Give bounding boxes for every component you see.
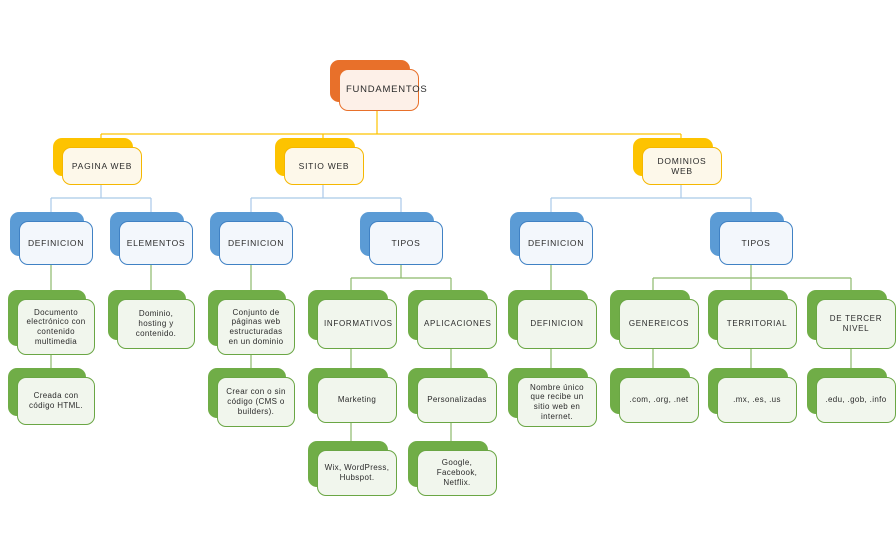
connector-pagina-to-level3 xyxy=(50,184,152,212)
node-label: Google, Facebook, Netflix. xyxy=(436,458,478,487)
node-face: Marketing xyxy=(317,377,397,423)
node-pagina-elementos[interactable]: ELEMENTOS xyxy=(110,212,193,265)
node-label: PAGINA WEB xyxy=(71,160,133,171)
leaf-dominios-definicion[interactable]: DEFINICION xyxy=(508,290,597,349)
connector-level3-to-leaves xyxy=(50,265,852,290)
leaf-genericos-examples[interactable]: .com, .org, .net xyxy=(610,368,699,423)
node-label: INFORMATIVOS xyxy=(324,319,393,329)
node-label: ELEMENTOS xyxy=(126,237,186,248)
node-label: APLICACIONES xyxy=(424,319,492,329)
node-label: DEFINICION xyxy=(227,237,285,248)
connector-root-to-level2 xyxy=(100,110,682,146)
node-face: DEFINICION xyxy=(219,221,293,265)
node-sitio-definicion[interactable]: DEFINICION xyxy=(210,212,293,265)
leaf-territorial-examples[interactable]: .mx, .es, .us xyxy=(708,368,797,423)
leaf-sitio-aplicaciones[interactable]: APLICACIONES xyxy=(408,290,497,349)
leaf-tercer-nivel-examples[interactable]: .edu, .gob, .info xyxy=(807,368,896,423)
node-pagina-definicion[interactable]: DEFINICION xyxy=(10,212,93,265)
node-label: DE TERCER NIVEL xyxy=(829,314,883,333)
node-dominios-definicion[interactable]: DEFINICION xyxy=(510,212,593,265)
node-face: Wix, WordPress, Hubspot. xyxy=(317,450,397,496)
node-face: Nombre único que recibe un sitio web en … xyxy=(517,377,597,427)
node-label: .com, .org, .net xyxy=(629,395,689,405)
node-label: Personalizadas xyxy=(427,395,487,405)
leaf-informativos-examples[interactable]: Wix, WordPress, Hubspot. xyxy=(308,441,397,496)
leaf-sitio-definicion-1[interactable]: Conjunto de páginas web estructuradas en… xyxy=(208,290,295,355)
node-label: Wix, WordPress, Hubspot. xyxy=(324,463,390,482)
node-face: Dominio, hosting y contenido. xyxy=(117,299,195,349)
node-sitio-tipos[interactable]: TIPOS xyxy=(360,212,443,265)
node-face: PAGINA WEB xyxy=(62,147,142,185)
node-pagina-web[interactable]: PAGINA WEB xyxy=(53,138,142,185)
node-face: Conjunto de páginas web estructuradas en… xyxy=(217,299,295,355)
leaf-dominios-genericos[interactable]: GENEREICOS xyxy=(610,290,699,349)
node-label: Marketing xyxy=(337,395,377,405)
node-face: GENEREICOS xyxy=(619,299,699,349)
node-face: Crear con o sin código (CMS o builders). xyxy=(217,377,295,427)
leaf-sitio-informativos[interactable]: INFORMATIVOS xyxy=(308,290,397,349)
node-face: TIPOS xyxy=(719,221,793,265)
node-label: Creada con código HTML. xyxy=(29,391,83,410)
node-face: Creada con código HTML. xyxy=(17,377,95,425)
leaf-dominios-territorial[interactable]: TERRITORIAL xyxy=(708,290,797,349)
leaf-informativos-marketing[interactable]: Marketing xyxy=(308,368,397,423)
node-face: ELEMENTOS xyxy=(119,221,193,265)
node-face: Documento electrónico con contenido mult… xyxy=(17,299,95,355)
node-label: SITIO WEB xyxy=(298,160,350,171)
node-face: .edu, .gob, .info xyxy=(816,377,896,423)
node-dominios-tipos[interactable]: TIPOS xyxy=(710,212,793,265)
connector-dominios-to-level3 xyxy=(550,184,752,212)
node-face: FUNDAMENTOS xyxy=(339,69,428,111)
node-face: DEFINICION xyxy=(517,299,597,349)
node-fundamentos[interactable]: FUNDAMENTOS xyxy=(330,60,427,111)
node-face: .mx, .es, .us xyxy=(717,377,797,423)
leaf-pagina-elementos-1[interactable]: Dominio, hosting y contenido. xyxy=(108,290,195,349)
node-face: DEFINICION xyxy=(519,221,593,265)
node-label: .mx, .es, .us xyxy=(733,395,781,405)
node-label: GENEREICOS xyxy=(628,319,690,329)
connector-sitio-to-level3 xyxy=(250,184,402,212)
node-label: DEFINICION xyxy=(530,319,584,329)
node-face: Google, Facebook, Netflix. xyxy=(417,450,497,496)
node-face: DE TERCER NIVEL xyxy=(816,299,896,349)
node-face: APLICACIONES xyxy=(417,299,497,349)
node-label: TIPOS xyxy=(391,237,421,248)
leaf-sitio-definicion-2[interactable]: Crear con o sin código (CMS o builders). xyxy=(208,368,295,427)
node-sitio-web[interactable]: SITIO WEB xyxy=(275,138,364,185)
node-label: Dominio, hosting y contenido. xyxy=(135,309,177,338)
node-label: Crear con o sin código (CMS o builders). xyxy=(226,387,286,416)
node-face: SITIO WEB xyxy=(284,147,364,185)
node-label: Conjunto de páginas web estructuradas en… xyxy=(228,307,284,346)
node-face: DEFINICION xyxy=(19,221,93,265)
node-label: .edu, .gob, .info xyxy=(825,395,887,405)
node-label: FUNDAMENTOS xyxy=(346,84,428,96)
node-face: INFORMATIVOS xyxy=(317,299,397,349)
node-face: DOMINIOS WEB xyxy=(642,147,722,185)
node-dominios-web[interactable]: DOMINIOS WEB xyxy=(633,138,722,185)
node-label: DEFINICION xyxy=(527,237,585,248)
leaf-pagina-definicion-2[interactable]: Creada con código HTML. xyxy=(8,368,95,425)
node-label: Documento electrónico con contenido mult… xyxy=(26,307,86,346)
node-label: DOMINIOS WEB xyxy=(657,155,707,176)
node-label: TERRITORIAL xyxy=(726,319,788,329)
node-face: Personalizadas xyxy=(417,377,497,423)
node-face: TERRITORIAL xyxy=(717,299,797,349)
node-label: Nombre único que recibe un sitio web en … xyxy=(529,382,584,421)
node-label: DEFINICION xyxy=(27,237,85,248)
leaf-aplicaciones-examples[interactable]: Google, Facebook, Netflix. xyxy=(408,441,497,496)
leaf-dominios-definicion-text[interactable]: Nombre único que recibe un sitio web en … xyxy=(508,368,597,427)
leaf-aplicaciones-personalizadas[interactable]: Personalizadas xyxy=(408,368,497,423)
leaf-dominios-tercer-nivel[interactable]: DE TERCER NIVEL xyxy=(807,290,896,349)
node-label: TIPOS xyxy=(741,237,771,248)
leaf-pagina-definicion-1[interactable]: Documento electrónico con contenido mult… xyxy=(8,290,95,355)
node-face: .com, .org, .net xyxy=(619,377,699,423)
node-face: TIPOS xyxy=(369,221,443,265)
